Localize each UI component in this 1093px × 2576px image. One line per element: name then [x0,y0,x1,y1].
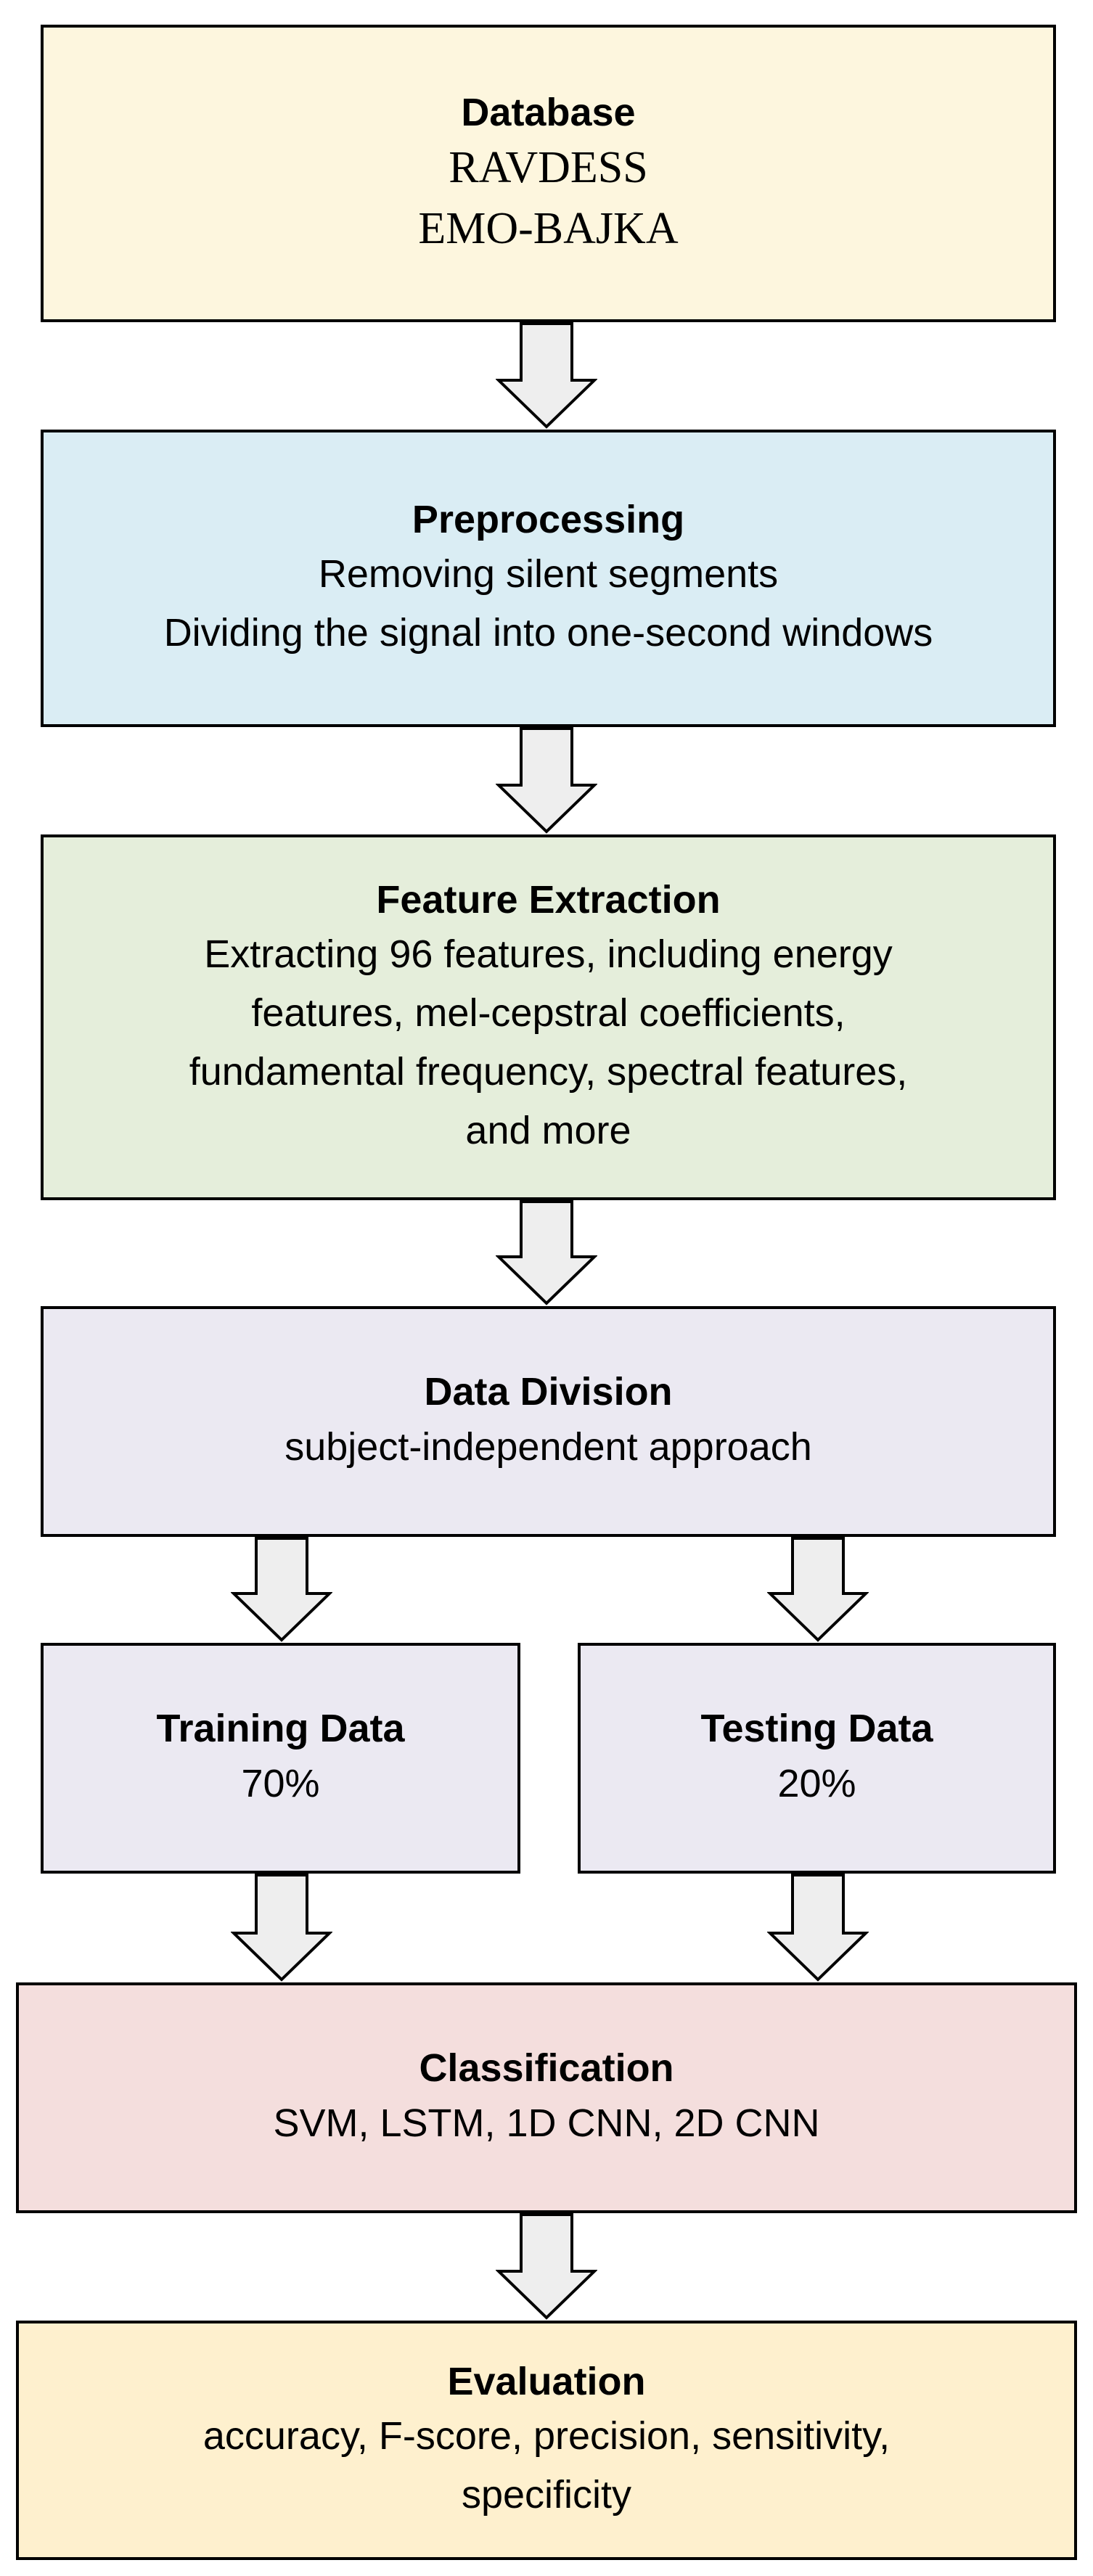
classification-line: SVM, LSTM, 1D CNN, 2D CNN [273,2101,820,2145]
database-item: EMO-BAJKA [418,204,679,254]
data-division-line: subject-independent approach [284,1424,812,1469]
feature-extraction-line: and more [465,1109,631,1153]
feature-extraction-line: fundamental frequency, spectral features… [189,1050,908,1094]
testing-data-title: Testing Data [700,1707,933,1751]
database-box: Database RAVDESS EMO-BAJKA [41,25,1056,322]
evaluation-line: specificity [461,2473,632,2517]
preprocessing-title: Preprocessing [412,497,685,541]
training-data-value: 70% [241,1761,320,1805]
evaluation-line: accuracy, F-score, precision, sensitivit… [202,2414,891,2458]
database-title: Database [461,91,636,135]
arrow-down-icon [231,1537,332,1643]
testing-data-box: Testing Data 20% [578,1643,1056,1874]
feature-extraction-line: features, mel-cepstral coefficients, [251,991,846,1035]
arrow-down-icon [496,1200,597,1306]
feature-extraction-box: Feature Extraction Extracting 96 feature… [41,834,1056,1200]
testing-data-value: 20% [777,1761,856,1805]
feature-extraction-title: Feature Extraction [376,877,721,922]
arrow-down-icon [496,727,597,834]
preprocessing-box: Preprocessing Removing silent segments D… [41,430,1056,727]
arrow-down-icon [767,1874,869,1982]
data-division-title: Data Division [424,1370,673,1414]
data-division-box: Data Division subject-independent approa… [41,1306,1056,1537]
arrow-down-icon [496,322,597,430]
preprocessing-line: Dividing the signal into one-second wind… [163,611,933,655]
classification-box: Classification SVM, LSTM, 1D CNN, 2D CNN [16,1982,1077,2213]
arrow-down-icon [231,1874,332,1982]
training-data-title: Training Data [156,1707,405,1751]
evaluation-box: Evaluation accuracy, F-score, precision,… [16,2321,1077,2560]
classification-title: Classification [419,2046,674,2091]
arrow-down-icon [496,2213,597,2321]
database-item: RAVDESS [449,143,648,193]
arrow-down-icon [767,1537,869,1643]
feature-extraction-line: Extracting 96 features, including energy [204,932,893,977]
preprocessing-line: Removing silent segments [318,552,779,596]
training-data-box: Training Data 70% [41,1643,520,1874]
evaluation-title: Evaluation [447,2359,646,2403]
